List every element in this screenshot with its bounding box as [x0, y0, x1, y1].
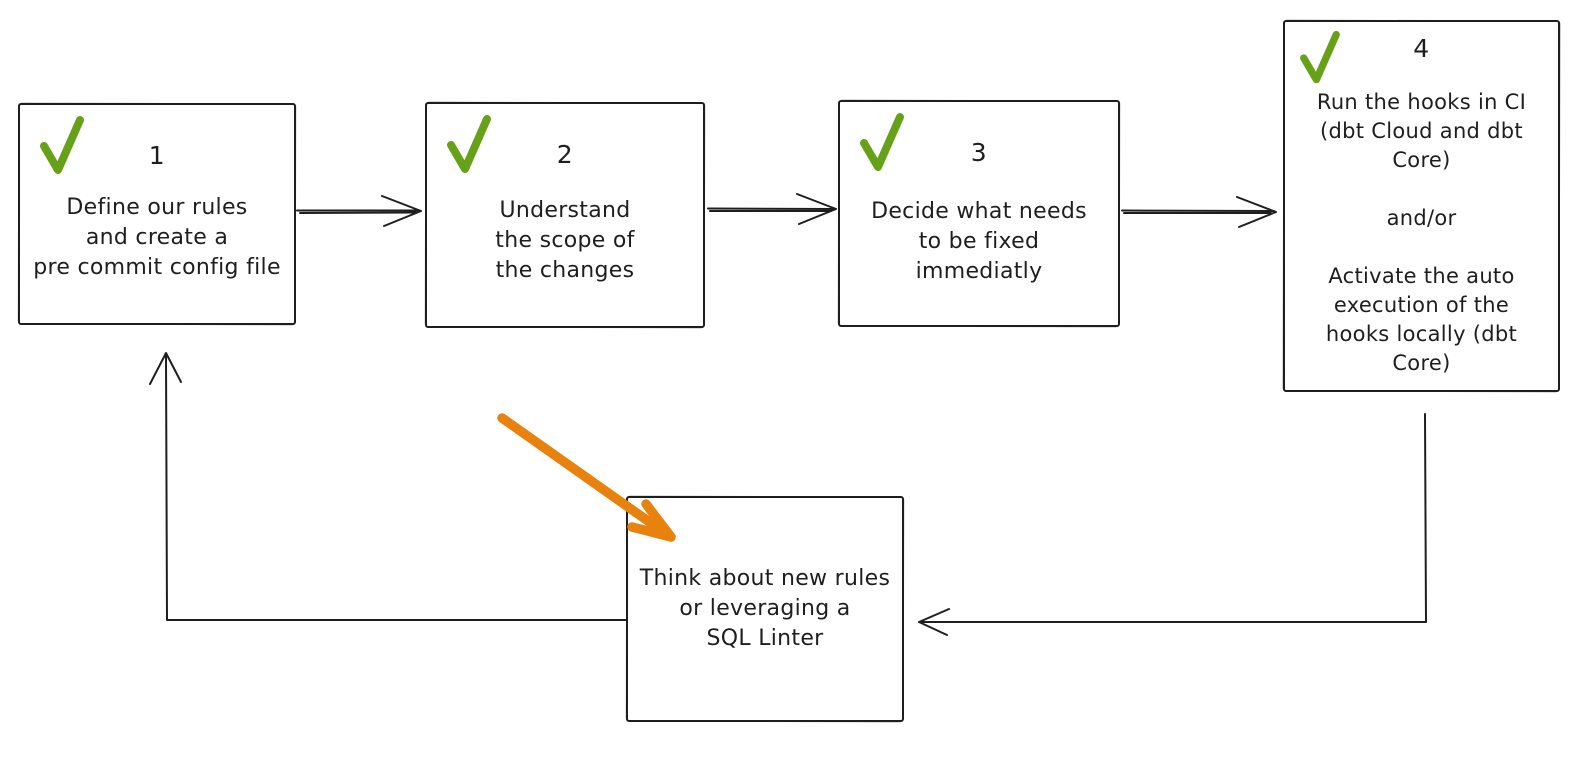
arrow-step2-to-step3: [707, 193, 837, 225]
arrow-step4-to-loop: [918, 413, 1427, 636]
check-icon: [1300, 30, 1340, 84]
step-text: Run the hooks in CI (dbt Cloud and dbt C…: [1316, 90, 1527, 375]
step-box-1: 1 Define our rules and create a pre comm…: [18, 103, 296, 325]
step-number: 1: [148, 141, 166, 170]
step-number: 4: [1413, 34, 1430, 63]
arrow-step3-to-step4: [1121, 196, 1277, 228]
arrow-loop-to-step1: [149, 352, 627, 621]
arrow-step1-to-step2: [296, 195, 422, 227]
step-number: 2: [556, 140, 574, 169]
loop-box-text: Think about new rules or leveraging a SQ…: [639, 566, 891, 651]
step-text: Decide what needs to be fixed immediatly: [871, 199, 1087, 284]
step-text: Define our rules and create a pre commit…: [33, 195, 281, 280]
loop-box: Think about new rules or leveraging a SQ…: [626, 496, 904, 722]
check-icon: [860, 113, 904, 171]
step-box-3: 3 Decide what needs to be fixed immediat…: [838, 100, 1120, 327]
check-icon: [40, 116, 84, 174]
step-text: Understand the scope of the changes: [495, 198, 635, 283]
check-icon: [447, 115, 491, 173]
step-box-2: 2 Understand the scope of the changes: [425, 102, 705, 328]
step-box-4: 4 Run the hooks in CI (dbt Cloud and dbt…: [1283, 20, 1560, 392]
step-number: 3: [970, 138, 988, 167]
